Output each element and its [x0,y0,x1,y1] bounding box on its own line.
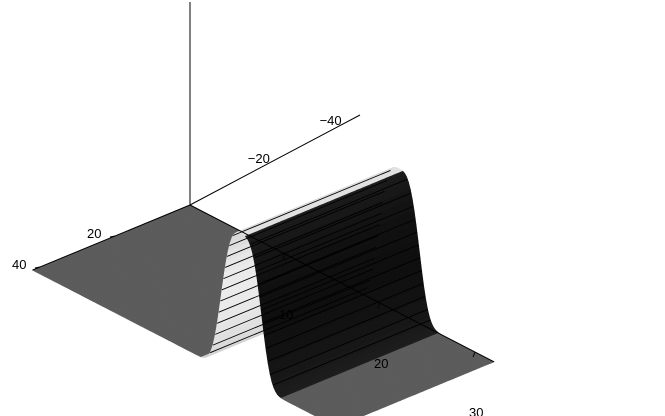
surface-layer [31,166,495,416]
